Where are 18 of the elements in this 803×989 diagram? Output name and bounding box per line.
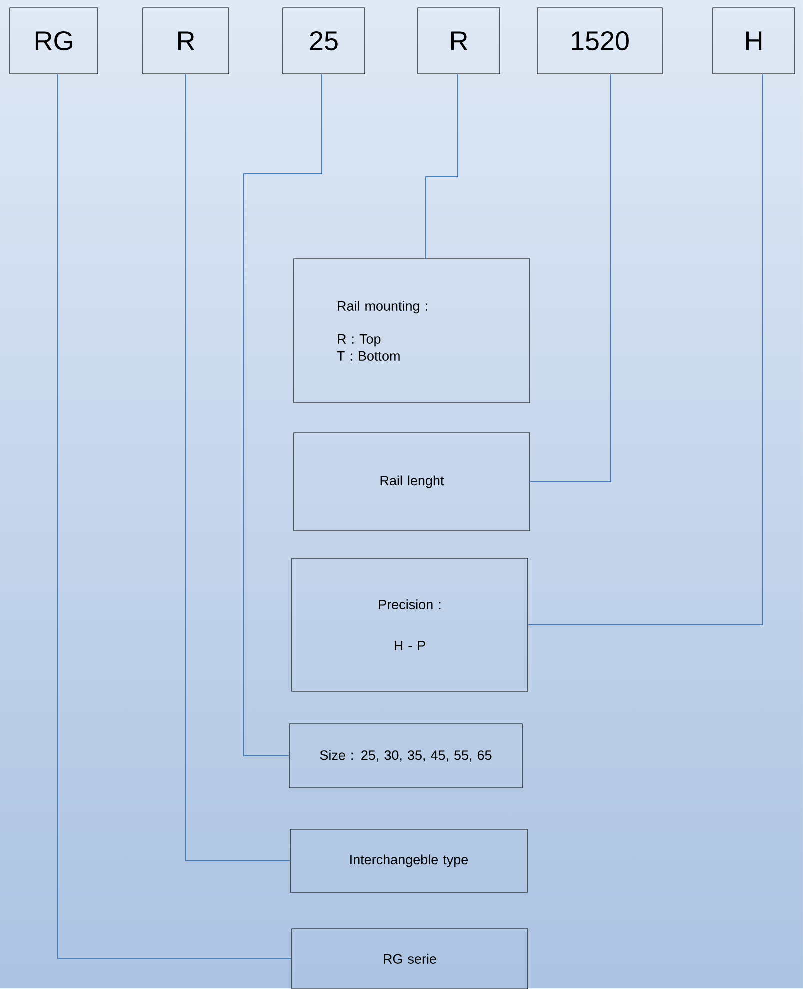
connector-line [426,74,458,260]
description-box: Rail mounting : R : Top T : Bottom [294,258,530,404]
connector-line [244,74,322,756]
description-box: Rail lenght [294,432,530,532]
code-box: 25 [282,8,366,74]
code-box: 1520 [537,8,663,74]
description-box: Precision : H - P [292,558,528,692]
description-box: Interchangeble type [290,829,528,893]
connector-line [58,74,292,960]
description-box: RG serie [292,928,528,989]
connector-line [528,74,764,626]
code-box: R [142,8,230,74]
code-box: R [418,8,500,74]
code-box: H [712,8,796,74]
connector-line [530,74,612,482]
description-box: Size : 25, 30, 35, 45, 55, 65 [289,724,523,788]
code-box: RG [10,8,98,74]
connector-line [186,74,291,862]
